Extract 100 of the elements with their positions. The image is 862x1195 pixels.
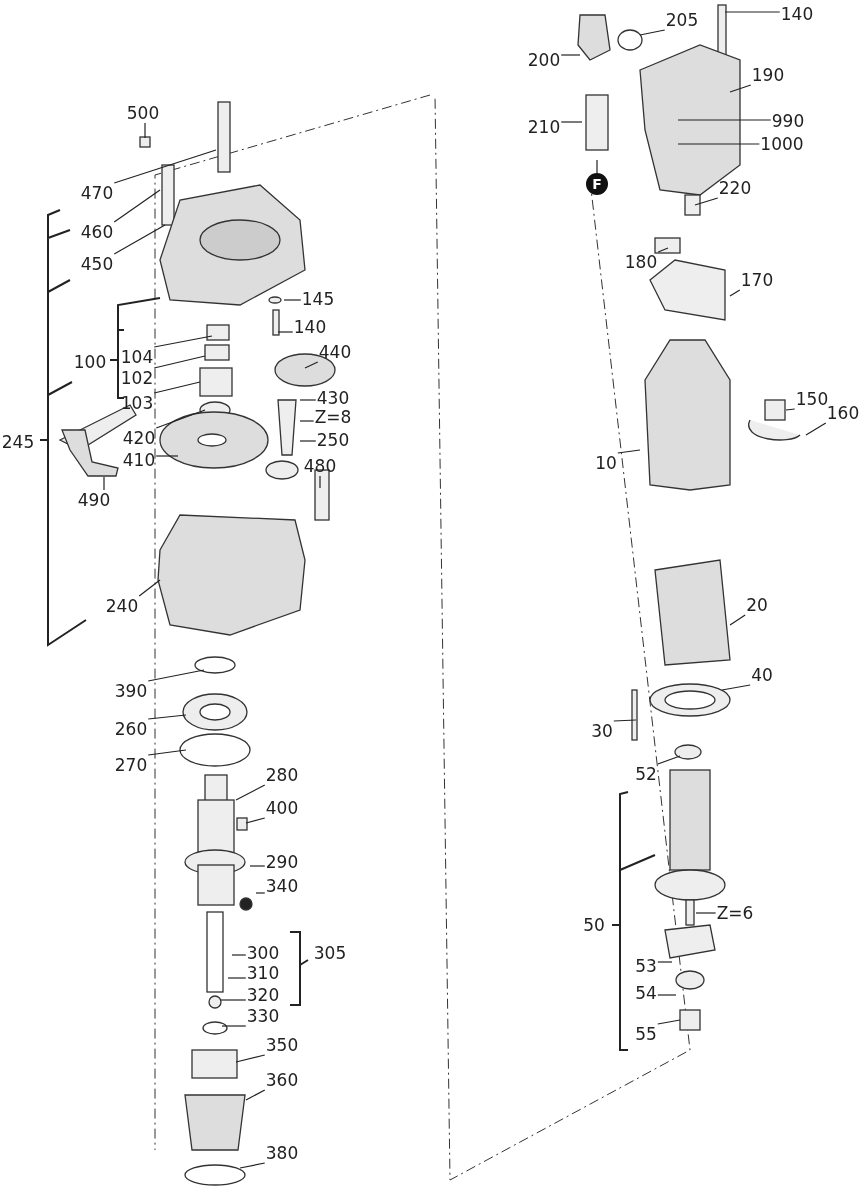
leader-line [245, 1089, 266, 1101]
callout-number: 40 [750, 665, 774, 685]
leader-line [657, 1019, 681, 1025]
callout-number: 140 [292, 317, 328, 337]
leader-line [729, 614, 746, 626]
callout-number: 330 [245, 1006, 281, 1026]
callout-number: 104 [119, 347, 155, 367]
leader-line [235, 784, 266, 801]
callout-number: 240 [104, 596, 140, 616]
callout-number: 160 [825, 403, 861, 423]
leader-line [596, 159, 598, 174]
callout-number: 440 [317, 342, 353, 362]
callout-number: 390 [113, 681, 149, 701]
callout-number: 103 [119, 393, 155, 413]
leader-line [299, 440, 317, 442]
leader-line [153, 335, 213, 348]
callout-number: 53 [634, 956, 658, 976]
callout-number: 250 [315, 430, 351, 450]
leader-line [103, 476, 105, 491]
leader-line [219, 999, 247, 1001]
leader-line [221, 1025, 247, 1027]
leader-line [147, 669, 205, 682]
callout-number: 350 [264, 1035, 300, 1055]
leader-line [231, 954, 247, 956]
callout-number: 180 [623, 252, 659, 272]
callout-number: 10 [594, 453, 618, 473]
leader-line [729, 289, 741, 297]
leader-line [155, 409, 206, 429]
leader-line [249, 865, 266, 867]
leader-line [153, 355, 206, 369]
callout-number: 450 [79, 254, 115, 274]
callout-number: 145 [300, 289, 336, 309]
circled-letter-marker: F [586, 173, 608, 195]
callout-number: 990 [770, 111, 806, 131]
leader-line [657, 994, 677, 996]
leader-line [695, 912, 717, 914]
callout-number: 490 [76, 490, 112, 510]
leader-line [560, 121, 583, 123]
callout-number: 210 [526, 117, 562, 137]
leader-line [724, 11, 781, 13]
leader-line [677, 143, 760, 145]
leader-line [235, 1054, 266, 1063]
callout-number: 1000 [759, 134, 805, 154]
callout-number: 54 [634, 983, 658, 1003]
callout-number: 360 [264, 1070, 300, 1090]
leader-line [147, 714, 187, 720]
leader-line [299, 399, 317, 401]
callout-number: 270 [113, 755, 149, 775]
leader-line [255, 892, 266, 894]
callout-number: 245 [0, 432, 36, 452]
leader-line [657, 961, 673, 963]
callout-number: 400 [264, 798, 300, 818]
callout-number: 170 [739, 270, 775, 290]
callout-number: 380 [264, 1143, 300, 1163]
callout-number: 190 [750, 65, 786, 85]
leader-line [613, 719, 637, 722]
leader-line [677, 119, 772, 121]
leader-line [283, 299, 302, 301]
callout-number: 320 [245, 985, 281, 1005]
callout-number: 305 [312, 943, 348, 963]
callout-number: 52 [634, 764, 658, 784]
leader-line [639, 29, 666, 36]
leader-line [304, 361, 319, 369]
callout-number: 30 [590, 721, 614, 741]
leader-line [147, 749, 187, 756]
callout-number: 140 [779, 4, 815, 24]
callout-number: 200 [526, 50, 562, 70]
leader-line [153, 381, 201, 394]
leader-line [144, 122, 146, 139]
leader-line [657, 755, 681, 765]
callout-number: 102 [119, 368, 155, 388]
leader-line [227, 977, 247, 979]
leader-line [245, 817, 266, 824]
leader-line [319, 475, 321, 489]
callout-number: 470 [79, 183, 115, 203]
callout-number: 55 [634, 1024, 658, 1044]
leader-line [657, 247, 669, 253]
callout-number: 500 [125, 103, 161, 123]
callout-number: 340 [264, 876, 300, 896]
leader-line [138, 579, 161, 597]
leader-line [805, 422, 827, 436]
leader-line [785, 408, 796, 411]
leader-line [694, 197, 719, 206]
leader-line [239, 1162, 266, 1169]
leader-line [113, 149, 217, 184]
callout-number: 290 [264, 852, 300, 872]
callout-number: 410 [121, 450, 157, 470]
leader-line [277, 331, 294, 333]
callout-number: 420 [121, 428, 157, 448]
leader-line [155, 455, 179, 457]
callout-number: 280 [264, 765, 300, 785]
leader-line [721, 684, 751, 691]
callout-number: 260 [113, 719, 149, 739]
callout-number: Z=8 [313, 407, 353, 427]
callout-number: 20 [745, 595, 769, 615]
callout-number: 100 [72, 352, 108, 372]
leader-line [617, 449, 641, 454]
callout-number: 220 [717, 178, 753, 198]
leader-line [729, 84, 752, 93]
callout-number: 310 [245, 963, 281, 983]
